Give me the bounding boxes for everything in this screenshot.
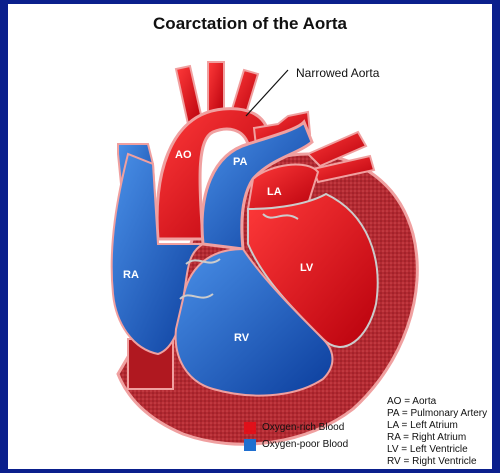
label-rv: RV	[234, 332, 249, 344]
abbr-la: LA = Left Atrium	[387, 420, 487, 432]
label-ao: AO	[175, 149, 192, 161]
abbreviation-key: AO = Aorta PA = Pulmonary Artery LA = Le…	[387, 396, 487, 468]
diagram-panel: Coarctation of the Aorta	[8, 4, 492, 469]
narrowed-aorta-callout: Narrowed Aorta	[296, 66, 379, 80]
legend-label-oxygen-poor: Oxygen-poor Blood	[262, 439, 348, 450]
blood-legend: Oxygen-rich Blood Oxygen-poor Blood	[244, 419, 348, 453]
label-ra: RA	[123, 269, 139, 281]
abbr-ra: RA = Right Atrium	[387, 432, 487, 444]
legend-swatch-oxygen-poor	[244, 439, 256, 451]
label-lv: LV	[300, 262, 313, 274]
legend-swatch-oxygen-rich	[244, 422, 256, 434]
legend-item-oxygen-rich: Oxygen-rich Blood	[244, 419, 348, 436]
abbr-pa: PA = Pulmonary Artery	[387, 408, 487, 420]
abbr-lv: LV = Left Ventricle	[387, 444, 487, 456]
label-la: LA	[267, 186, 282, 198]
abbr-ao: AO = Aorta	[387, 396, 487, 408]
legend-item-oxygen-poor: Oxygen-poor Blood	[244, 436, 348, 453]
abbr-rv: RV = Right Ventricle	[387, 456, 487, 468]
legend-label-oxygen-rich: Oxygen-rich Blood	[262, 422, 344, 433]
label-pa: PA	[233, 156, 247, 168]
aortic-branch-2	[208, 62, 224, 114]
